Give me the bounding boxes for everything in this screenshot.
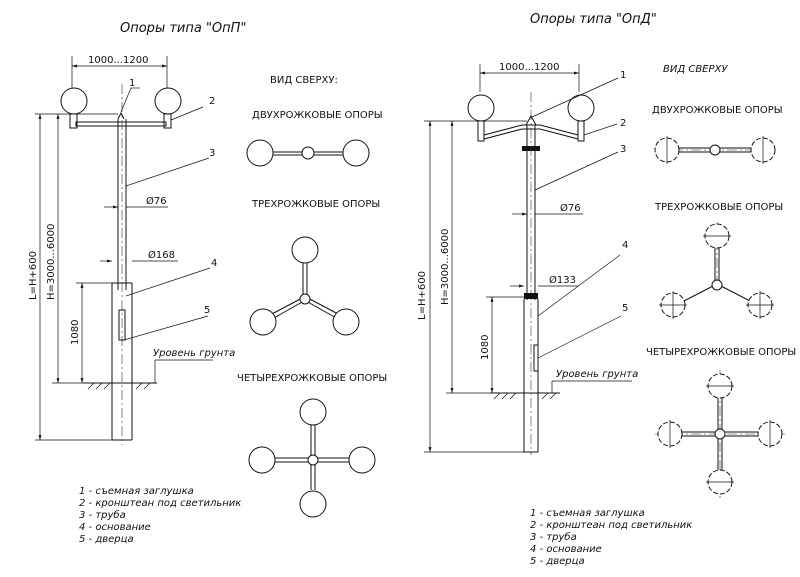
three-arm-top-view	[249, 236, 360, 336]
right-callout-1: 1	[620, 70, 626, 81]
left-callout-5: 5	[204, 305, 210, 316]
right-legend-item-2: 2 - кронштеан под светильник	[530, 520, 692, 531]
left-four-arm-label: ЧЕТЫРЕХРОЖКОВЫЕ ОПОРЫ	[237, 373, 387, 384]
right-base-diameter: Ø133	[549, 274, 576, 286]
left-pipe-diameter: Ø76	[146, 195, 167, 207]
left-title: Опоры типа "ОпП"	[120, 21, 246, 36]
right-callout-2: 2	[620, 118, 626, 129]
four-arm-top-view	[248, 398, 376, 518]
right-two-arm-label: ДВУХРОЖКОВЫЕ ОПОРЫ	[652, 105, 783, 116]
right-legend-item-4: 4 - основание	[530, 544, 602, 555]
door	[118, 309, 126, 341]
left-pole-drawing: Опоры типа "ОпП" 1000...1200	[28, 21, 246, 445]
door	[533, 344, 539, 372]
two-arm-top-view	[246, 139, 370, 167]
right-total-length: L=H+600	[417, 271, 428, 320]
left-legend-item-5: 5 - дверца	[79, 534, 134, 545]
right-pole-drawing: Опоры типа "ОпД" 1000...1200 Уровень	[417, 12, 657, 455]
right-legend: 1 - съемная заглушка 2 - кронштеан под с…	[530, 508, 692, 567]
right-pipe-diameter: Ø76	[560, 202, 581, 214]
four-arm-top-view	[655, 370, 785, 498]
right-ground-label: Уровень грунта	[556, 369, 638, 380]
right-base-height: 1080	[480, 335, 491, 360]
left-two-arm-label: ДВУХРОЖКОВЫЕ ОПОРЫ	[252, 110, 383, 121]
right-top-views: ВИД СВЕРХУ ДВУХРОЖКОВЫЕ ОПОРЫ ТРЕХРОЖКОВ…	[646, 64, 796, 498]
right-title: Опоры типа "ОпД"	[530, 12, 657, 27]
right-callout-5: 5	[622, 303, 628, 314]
left-legend-item-3: 3 - труба	[79, 509, 126, 521]
left-legend-item-4: 4 - основание	[79, 522, 151, 533]
left-legend-item-1: 1 - съемная заглушка	[79, 486, 194, 497]
left-callout-3: 3	[209, 148, 215, 159]
right-callout-3: 3	[620, 144, 626, 155]
right-callout-4: 4	[622, 240, 628, 251]
right-top-view-heading: ВИД СВЕРХУ	[663, 64, 728, 75]
lamp-right-1	[467, 94, 495, 122]
lamp-left-2	[154, 87, 182, 115]
left-callout-1: 1	[129, 78, 135, 89]
left-height-range: H=3000...6000	[46, 224, 57, 300]
left-top-view-heading: ВИД СВЕРХУ:	[270, 75, 338, 86]
right-three-arm-label: ТРЕХРОЖКОВЫЕ ОПОРЫ	[654, 202, 783, 213]
right-four-arm-label: ЧЕТЫРЕХРОЖКОВЫЕ ОПОРЫ	[646, 347, 796, 358]
left-legend: 1 - съемная заглушка 2 - кронштеан под с…	[79, 486, 241, 545]
left-callout-2: 2	[209, 96, 215, 107]
right-width-dimension: 1000...1200	[499, 62, 559, 73]
three-arm-top-view	[659, 222, 774, 319]
left-ground-label: Уровень грунта	[153, 348, 235, 359]
two-arm-top-view	[654, 136, 776, 164]
lamp-left-1	[60, 87, 88, 115]
bracket-arm	[75, 121, 167, 127]
left-base-height: 1080	[70, 320, 81, 345]
left-legend-item-2: 2 - кронштеан под светильник	[79, 498, 241, 509]
right-legend-item-1: 1 - съемная заглушка	[530, 508, 645, 519]
left-base-diameter: Ø168	[148, 249, 175, 261]
left-width-dimension: 1000...1200	[88, 55, 148, 66]
right-legend-item-3: 3 - труба	[530, 531, 577, 543]
right-legend-item-5: 5 - дверца	[530, 556, 585, 567]
left-three-arm-label: ТРЕХРОЖКОВЫЕ ОПОРЫ	[251, 199, 380, 210]
left-top-views: ВИД СВЕРХУ: ДВУХРОЖКОВЫЕ ОПОРЫ ТРЕХРОЖКО…	[237, 75, 387, 518]
left-callout-4: 4	[211, 258, 217, 269]
right-height-range: H=3000...6000	[440, 229, 451, 305]
left-total-length: L=H+600	[28, 251, 39, 300]
